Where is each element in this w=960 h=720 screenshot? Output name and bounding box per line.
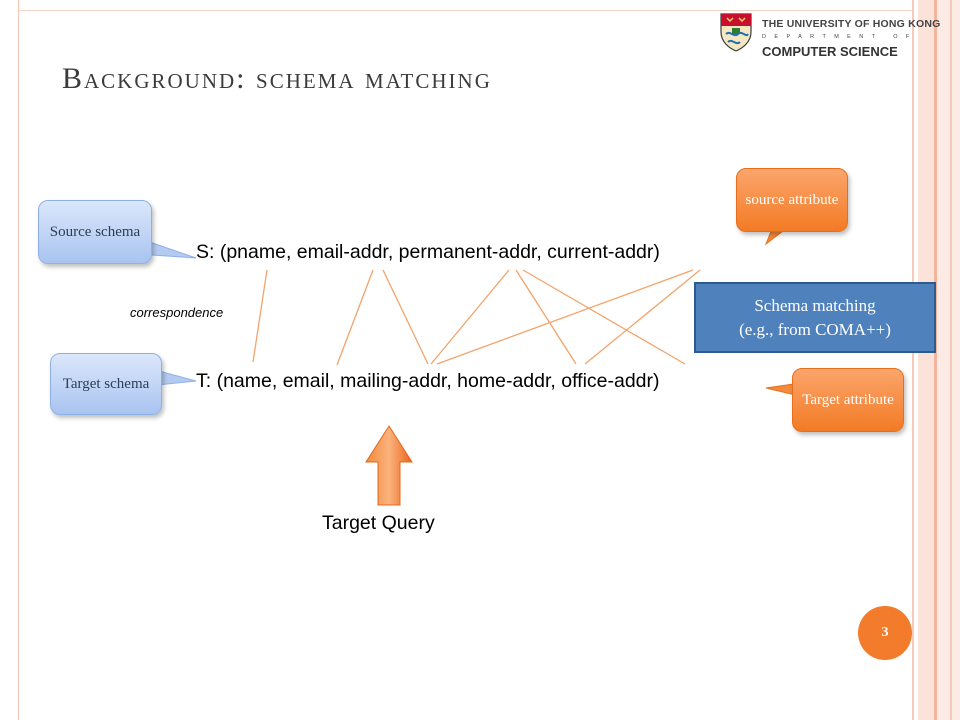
target-query-arrow [365, 425, 413, 506]
page-number-badge: 3 [858, 606, 912, 660]
correspondence-line [436, 269, 694, 365]
target-schema-callout-text: Target schema [62, 376, 150, 392]
correspondence-line [522, 269, 686, 365]
logo-university-text: THE UNIVERSITY OF HONG KONG [762, 18, 941, 30]
correspondence-line [584, 269, 701, 365]
decor-stripe [937, 0, 960, 720]
decor-stripe [912, 0, 914, 720]
source-schema-callout-text: Source schema [49, 224, 141, 240]
target-schema-text: T: (name, email, mailing-addr, home-addr… [196, 370, 660, 392]
decor-stripe [918, 0, 934, 720]
source-schema-text: S: (pname, email-addr, permanent-addr, c… [196, 241, 660, 263]
target-schema-callout: Target schema [50, 353, 162, 415]
top-border-line [18, 10, 912, 11]
university-logo: THE UNIVERSITY OF HONG KONG DEPARTMENT O… [718, 12, 940, 60]
target-attribute-callout-text: Target attribute [802, 392, 894, 408]
correspondence-line [336, 269, 374, 366]
schema-matching-line1: Schema matching [754, 295, 876, 315]
correspondence-line [382, 269, 429, 365]
source-attribute-callout-text: source attribute [745, 192, 839, 208]
logo-department-text: DEPARTMENT OF [762, 34, 918, 40]
correspondence-label: correspondence [130, 305, 224, 320]
correspondence-line [252, 269, 268, 363]
correspondence-line [430, 269, 510, 365]
source-schema-callout: Source schema [38, 200, 152, 264]
logo-faculty-text: COMPUTER SCIENCE [762, 44, 898, 59]
source-attribute-callout: source attribute [736, 168, 848, 232]
crest-icon [720, 13, 752, 52]
schema-matching-line2: (e.g., from COMA++) [739, 319, 891, 339]
left-border-line [18, 0, 19, 720]
decor-stripe [934, 0, 937, 720]
page-number: 3 [881, 625, 889, 640]
decor-stripe [950, 0, 952, 720]
correspondence-line [515, 269, 577, 365]
target-attribute-callout: Target attribute [792, 368, 904, 432]
slide-title: Background: schema matching [62, 62, 492, 95]
target-query-label: Target Query [322, 512, 435, 534]
schema-matching-box: Schema matching (e.g., from COMA++) [694, 282, 936, 353]
